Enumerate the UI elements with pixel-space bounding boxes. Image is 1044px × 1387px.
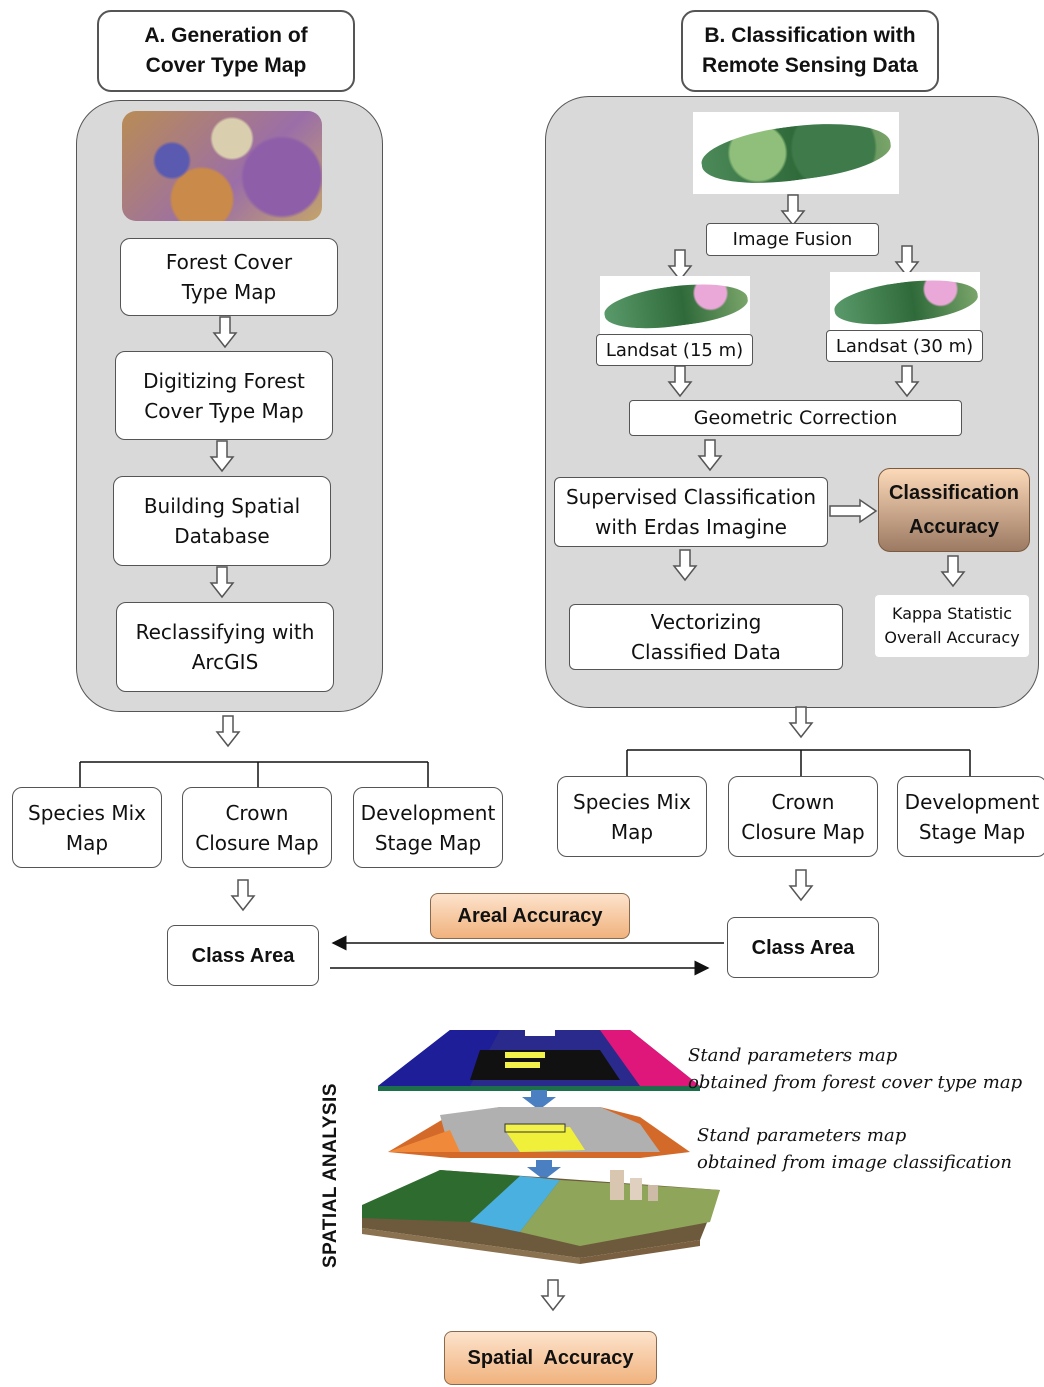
step-reclassifying: Reclassifying with ArcGIS — [116, 602, 334, 692]
tree-connector-b — [626, 749, 971, 776]
kappa-statistic-text: Kappa Statistic Overall Accuracy — [875, 595, 1029, 657]
arrow-a-3 — [210, 566, 234, 598]
areal-accuracy-box: Areal Accuracy — [430, 893, 630, 939]
output-a-development-stage: Development Stage Map — [353, 787, 503, 868]
arrow-a-classarea — [231, 879, 255, 911]
output-a-species-mix: Species Mix Map — [12, 787, 162, 868]
arrow-b-accuracy — [829, 499, 877, 523]
spatial-accuracy-box: Spatial Accuracy — [444, 1331, 657, 1385]
arrow-b-kappa — [941, 555, 965, 587]
satellite-image-15m — [600, 276, 751, 336]
arrow-a-1 — [213, 316, 237, 348]
satellite-image-30m — [830, 272, 981, 332]
arrow-b-vector — [673, 549, 697, 581]
section-a-title: A. Generation of Cover Type Map — [97, 10, 355, 92]
output-a-crown-closure: Crown Closure Map — [182, 787, 332, 868]
classification-accuracy-box: Classification Accuracy — [878, 468, 1030, 552]
arrow-b-l30 — [895, 365, 919, 397]
step-digitizing: Digitizing Forest Cover Type Map — [115, 351, 333, 440]
layer-2-caption: Stand parameters map obtained from image… — [697, 1125, 1012, 1173]
output-b-development-stage: Development Stage Map — [897, 776, 1044, 857]
arrow-b-classarea — [789, 869, 813, 901]
arrow-b-image — [781, 194, 805, 226]
landsat-15m-box: Landsat (15 m) — [596, 334, 753, 366]
layer-1-caption: Stand parameters map obtained from fores… — [688, 1045, 1023, 1093]
layer-1-map — [378, 1030, 700, 1091]
image-fusion-box: Image Fusion — [706, 223, 879, 256]
satellite-image-fused — [693, 112, 899, 194]
section-b-title: B. Classification with Remote Sensing Da… — [681, 10, 939, 92]
step-forest-cover-type-map: Forest Cover Type Map — [120, 238, 338, 316]
tree-connector-a — [79, 761, 429, 787]
spatial-analysis-label: SPATIAL ANALYSIS — [320, 1082, 341, 1268]
arrow-spatial-accuracy — [541, 1279, 565, 1311]
arrow-b-geo — [698, 439, 722, 471]
blue-down-arrow-2-icon — [527, 1160, 561, 1180]
arrow-a-2 — [210, 440, 234, 472]
forest-cover-map-image — [122, 111, 322, 221]
layer-2-map — [388, 1107, 690, 1158]
blue-down-arrow-1-icon — [522, 1090, 556, 1110]
landsat-30m-box: Landsat (30 m) — [826, 330, 983, 362]
step-building-spatial-database: Building Spatial Database — [113, 476, 331, 566]
arrow-b-l15 — [668, 365, 692, 397]
supervised-classification-box: Supervised Classification with Erdas Ima… — [554, 477, 828, 547]
class-area-b: Class Area — [727, 917, 879, 978]
geometric-correction-box: Geometric Correction — [629, 400, 962, 436]
vectorizing-box: Vectorizing Classified Data — [569, 604, 843, 670]
output-b-species-mix: Species Mix Map — [557, 776, 707, 857]
layer-3-landscape — [362, 1170, 720, 1264]
class-area-a: Class Area — [167, 925, 319, 986]
arrow-b-out — [789, 706, 813, 738]
output-b-crown-closure: Crown Closure Map — [728, 776, 878, 857]
arrow-a-out — [216, 715, 240, 747]
